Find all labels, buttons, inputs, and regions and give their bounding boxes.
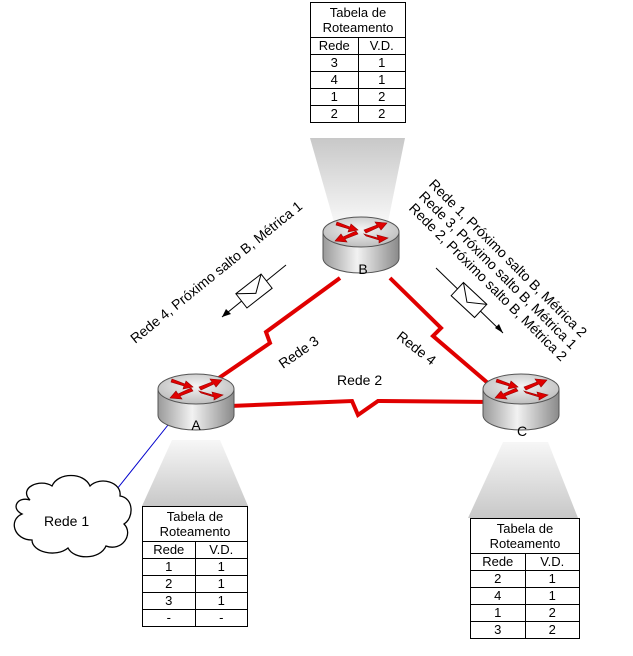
link-rede3-line: [195, 276, 342, 395]
router-a-label: A: [191, 417, 201, 433]
table-cell: 1: [524, 570, 580, 588]
table-header-rede: Rede: [310, 37, 359, 55]
table-cell: 3: [470, 621, 526, 639]
table-cell: 1: [524, 587, 580, 605]
message-to-a-icon: [221, 264, 287, 318]
cable-a-rede1: [112, 419, 173, 495]
table-title: Tabela de Roteamento: [310, 2, 406, 38]
table-cell: 1: [194, 592, 248, 610]
cloud-rede1: [13, 474, 132, 558]
table-cell: 2: [142, 575, 196, 593]
table-header-vd: V.D.: [357, 37, 406, 55]
link-rede2-label: Rede 2: [337, 372, 383, 388]
table-row: --: [142, 609, 248, 627]
table-cell: 1: [194, 558, 248, 576]
table-cell: 3: [142, 592, 196, 610]
table-header-rede: Rede: [470, 553, 526, 571]
message-to-c-icon: [435, 267, 504, 334]
table-cell: 1: [470, 604, 526, 622]
table-cell: 1: [310, 88, 359, 106]
table-cell: -: [142, 609, 196, 627]
router-c-label: C: [516, 423, 528, 439]
table-header-vd: V.D.: [524, 553, 580, 571]
table-header-rede: Rede: [142, 541, 196, 559]
table-title: Tabela de Roteamento: [470, 518, 580, 554]
beam-c: [468, 442, 578, 518]
link-rede4-line: [388, 276, 498, 392]
table-cell: 3: [310, 54, 359, 72]
table-cell: 1: [357, 71, 406, 89]
table-cell: 2: [357, 105, 406, 123]
table-title: Tabela de Roteamento: [142, 506, 248, 542]
table-cell: -: [194, 609, 248, 627]
table-cell: 4: [470, 587, 526, 605]
table-header-vd: V.D.: [194, 541, 248, 559]
table-cell: 2: [310, 105, 359, 123]
beam-a: [142, 440, 248, 506]
beam-b: [310, 138, 405, 222]
table-cell: 1: [142, 558, 196, 576]
table-cell: 1: [194, 575, 248, 593]
table-cell: 2: [524, 604, 580, 622]
table-cell: 4: [310, 71, 359, 89]
link-rede2-line: [229, 398, 495, 419]
table-cell: 2: [524, 621, 580, 639]
router-b-label: B: [358, 261, 368, 277]
router-c-icon: [482, 373, 560, 431]
cloud-rede1-label: Rede 1: [44, 513, 90, 529]
table-cell: 1: [357, 54, 406, 72]
table-cell: 2: [470, 570, 526, 588]
table-cell: 2: [357, 88, 406, 106]
